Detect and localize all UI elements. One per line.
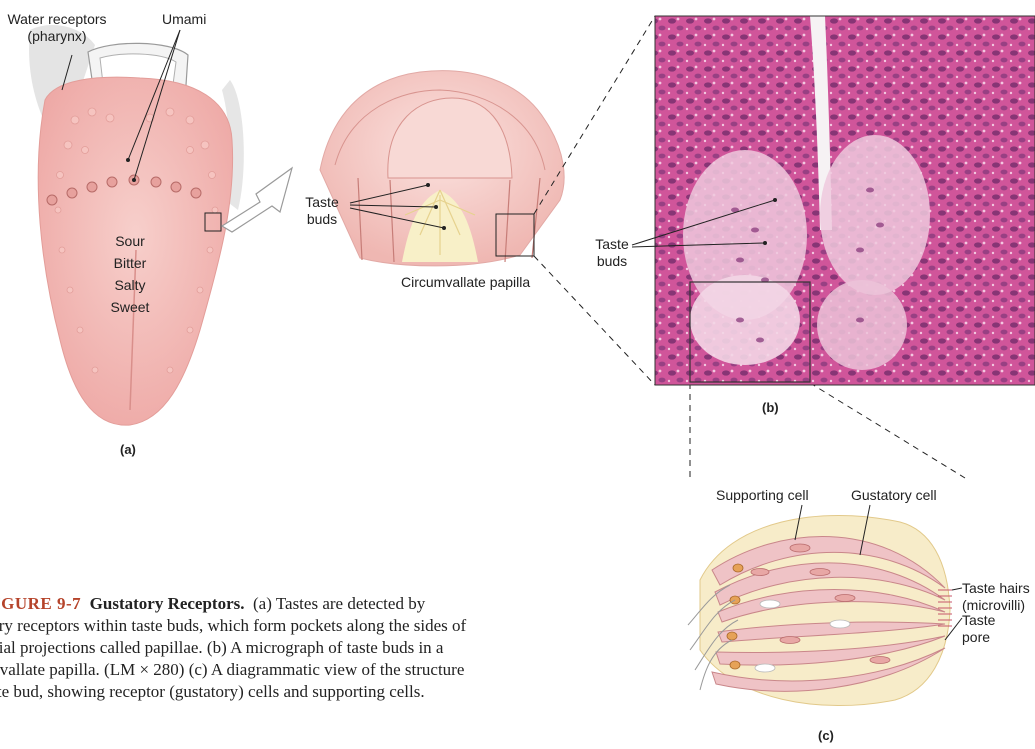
tongue-drawing: [29, 25, 244, 425]
sweet-label: Sweet: [90, 296, 170, 318]
caption-text-1: (a) Tastes are detected by: [253, 594, 425, 613]
water-receptors-line1: Water receptors: [2, 11, 112, 28]
panel-c-tag: (c): [818, 727, 834, 744]
taste-zones-label: Sour Bitter Salty Sweet: [90, 230, 170, 318]
taste-bud-diagram: [688, 505, 962, 706]
caption-line-4: umvallate papilla. (LM × 280) (c) A diag…: [0, 659, 600, 681]
panel-a-tag: (a): [120, 441, 136, 458]
panel-b-tag: (b): [762, 399, 779, 416]
caption-line-3: helial projections called papillae. (b) …: [0, 637, 600, 659]
taste-hairs-label: Taste hairs (microvilli): [962, 580, 1030, 614]
water-receptors-label: Water receptors (pharynx): [2, 11, 112, 45]
umami-label: Umami: [162, 11, 206, 28]
taste-pore-line2: pore: [962, 629, 995, 646]
salty-label: Salty: [90, 274, 170, 296]
taste-pore-label: Taste pore: [962, 612, 995, 646]
sour-label: Sour: [90, 230, 170, 252]
bitter-label: Bitter: [90, 252, 170, 274]
taste-hairs-line1: Taste hairs: [962, 580, 1030, 597]
figure-title: Gustatory Receptors.: [90, 594, 245, 613]
papilla-drawing: [320, 71, 564, 266]
caption-line-2: atory receptors within taste buds, which…: [0, 615, 600, 637]
gustatory-cell-label: Gustatory cell: [851, 487, 937, 504]
circumvallate-papilla-label: Circumvallate papilla: [401, 274, 530, 291]
papilla-taste-buds-label: Taste buds: [296, 194, 348, 228]
caption-line-1: IGURE 9-7 Gustatory Receptors. (a) Taste…: [0, 593, 600, 615]
taste-pore-line1: Taste: [962, 612, 995, 629]
water-receptors-line2: (pharynx): [2, 28, 112, 45]
supporting-cell-label: Supporting cell: [716, 487, 809, 504]
caption-line-5: taste bud, showing receptor (gustatory) …: [0, 681, 600, 703]
figure-number: IGURE 9-7: [0, 594, 81, 613]
figure-caption: IGURE 9-7 Gustatory Receptors. (a) Taste…: [0, 593, 600, 703]
micrograph-taste-buds-line1: Taste: [588, 236, 636, 253]
micrograph-taste-buds-label: Taste buds: [588, 236, 636, 270]
papilla-taste-buds-line1: Taste: [296, 194, 348, 211]
micrograph-image: [632, 16, 1035, 385]
papilla-taste-buds-line2: buds: [296, 211, 348, 228]
micrograph-taste-buds-line2: buds: [588, 253, 636, 270]
